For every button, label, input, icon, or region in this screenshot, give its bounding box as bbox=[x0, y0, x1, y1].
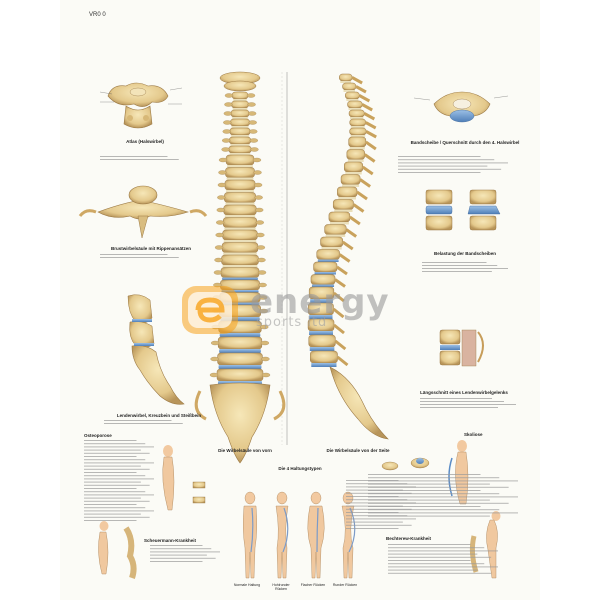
side-vertebra bbox=[339, 73, 353, 82]
side-vertebra bbox=[340, 174, 361, 185]
lumbar-sacrum-figure bbox=[127, 294, 185, 405]
disc bbox=[221, 277, 259, 280]
posture-title: Die 4 Haltungstypen bbox=[278, 466, 322, 471]
posture-figure bbox=[341, 505, 355, 579]
bechterew-title: Bechterew-Krankheit bbox=[386, 536, 432, 541]
scheuermann-title: Scheuermann-Krankheit bbox=[144, 538, 197, 543]
side-vertebra bbox=[349, 127, 367, 136]
vertebra bbox=[229, 127, 251, 136]
watermark-brand: energy bbox=[250, 282, 390, 322]
vertebra bbox=[224, 179, 256, 191]
caption-sacrum: Lendenwirbel, Kreuzbein und Steißbein bbox=[116, 413, 202, 418]
disc bbox=[219, 333, 261, 337]
vertebra bbox=[228, 136, 252, 145]
posture-label-4: Runder Rücken bbox=[332, 583, 358, 587]
body-text-lines bbox=[84, 156, 518, 574]
osteoporosis-figures bbox=[162, 445, 206, 511]
disc bbox=[233, 99, 247, 101]
disc bbox=[224, 215, 256, 218]
vertebra bbox=[231, 100, 249, 109]
disc bbox=[218, 365, 262, 369]
scheuermann-figures bbox=[98, 521, 137, 579]
scoliosis-title: Skoliose bbox=[464, 432, 483, 437]
disc bbox=[230, 135, 250, 137]
posture-figure bbox=[307, 505, 325, 579]
disc bbox=[225, 190, 255, 193]
side-vertebra bbox=[348, 109, 365, 118]
vertebra bbox=[220, 267, 260, 278]
side-vertebra bbox=[337, 186, 358, 198]
watermark-sub: sports ltd bbox=[256, 315, 328, 330]
posture-label-2: Hohlrunder Rücken bbox=[272, 583, 290, 591]
side-sacrum bbox=[329, 366, 389, 440]
vertebra bbox=[222, 217, 258, 228]
energy-watermark: energy sports ltd bbox=[178, 282, 450, 340]
front-view-spine bbox=[194, 71, 286, 464]
vertebra bbox=[225, 167, 255, 178]
side-vertebra bbox=[328, 211, 351, 223]
side-vertebra bbox=[310, 350, 338, 364]
longitudinal-section-figure bbox=[439, 329, 484, 367]
disc-cross-section-figure bbox=[413, 91, 509, 123]
vertebra bbox=[216, 368, 264, 382]
sacrum bbox=[209, 382, 271, 464]
energy-logo-icon bbox=[182, 286, 238, 334]
side-vertebra bbox=[348, 136, 367, 148]
caption-disc-low: Längsschnitt eines Lendenwirbelgelenks bbox=[420, 390, 508, 395]
caption-atlas: Atlas (Halswirbel) bbox=[126, 139, 164, 144]
disc bbox=[231, 117, 249, 119]
vertebra bbox=[222, 229, 258, 241]
side-vertebra bbox=[324, 224, 347, 235]
vertebra bbox=[217, 352, 263, 366]
side-view-spine bbox=[307, 73, 389, 440]
disc bbox=[226, 177, 254, 180]
posture-figure bbox=[243, 505, 257, 579]
caption-disc-top: Bandscheibe / Querschnitt durch den 4. H… bbox=[410, 140, 520, 145]
side-vertebra bbox=[347, 100, 363, 109]
vertebra bbox=[223, 204, 257, 216]
vertebra bbox=[230, 109, 250, 118]
vertebra bbox=[231, 91, 249, 100]
caption-front-view: Die Wirbelsäule von vorn bbox=[218, 448, 272, 453]
disc bbox=[223, 240, 257, 243]
posture-types-figures bbox=[243, 491, 356, 579]
side-vertebra bbox=[316, 249, 340, 260]
atlas-figure bbox=[99, 82, 183, 129]
vertebra bbox=[221, 242, 259, 253]
side-vertebra bbox=[313, 261, 338, 273]
disc-load-figures bbox=[425, 189, 501, 231]
caption-thoracic: Brustwirbelsäule mit Rippenansätzen bbox=[110, 246, 192, 251]
disc bbox=[224, 227, 256, 230]
bechterew-figures bbox=[469, 511, 501, 579]
side-vertebra bbox=[342, 82, 357, 91]
disc bbox=[222, 265, 258, 268]
thoracic-vertebra-figure bbox=[78, 185, 208, 239]
caption-side-view: Die Wirbelsäule von der Seite bbox=[326, 448, 390, 453]
disc bbox=[230, 144, 250, 146]
poster-code: VR0 0 bbox=[89, 12, 106, 18]
caption-disc-mid: Belastung der Bandscheiben bbox=[433, 251, 496, 256]
side-vertebra bbox=[320, 236, 343, 248]
side-vertebra bbox=[345, 91, 360, 100]
posture-label-1: Normale Haltung bbox=[233, 583, 261, 587]
vertebra bbox=[228, 145, 252, 154]
side-vertebra bbox=[349, 118, 366, 127]
disc bbox=[231, 126, 249, 128]
osteoporosis-title: Osteoporose bbox=[84, 433, 112, 438]
posture-figure bbox=[275, 505, 289, 579]
side-vertebra bbox=[332, 199, 354, 210]
disc bbox=[219, 349, 261, 353]
disc bbox=[223, 252, 257, 255]
disc bbox=[225, 202, 255, 205]
disc bbox=[229, 153, 251, 155]
side-vertebra bbox=[344, 161, 363, 173]
vertebra bbox=[225, 154, 255, 166]
vertebra bbox=[221, 254, 259, 266]
vertebra bbox=[224, 192, 256, 203]
posture-label-3: Flacher Rücken bbox=[300, 583, 326, 587]
disc bbox=[227, 165, 253, 168]
vertebra bbox=[230, 118, 250, 127]
disc bbox=[232, 108, 248, 110]
side-vertebra bbox=[346, 149, 365, 160]
